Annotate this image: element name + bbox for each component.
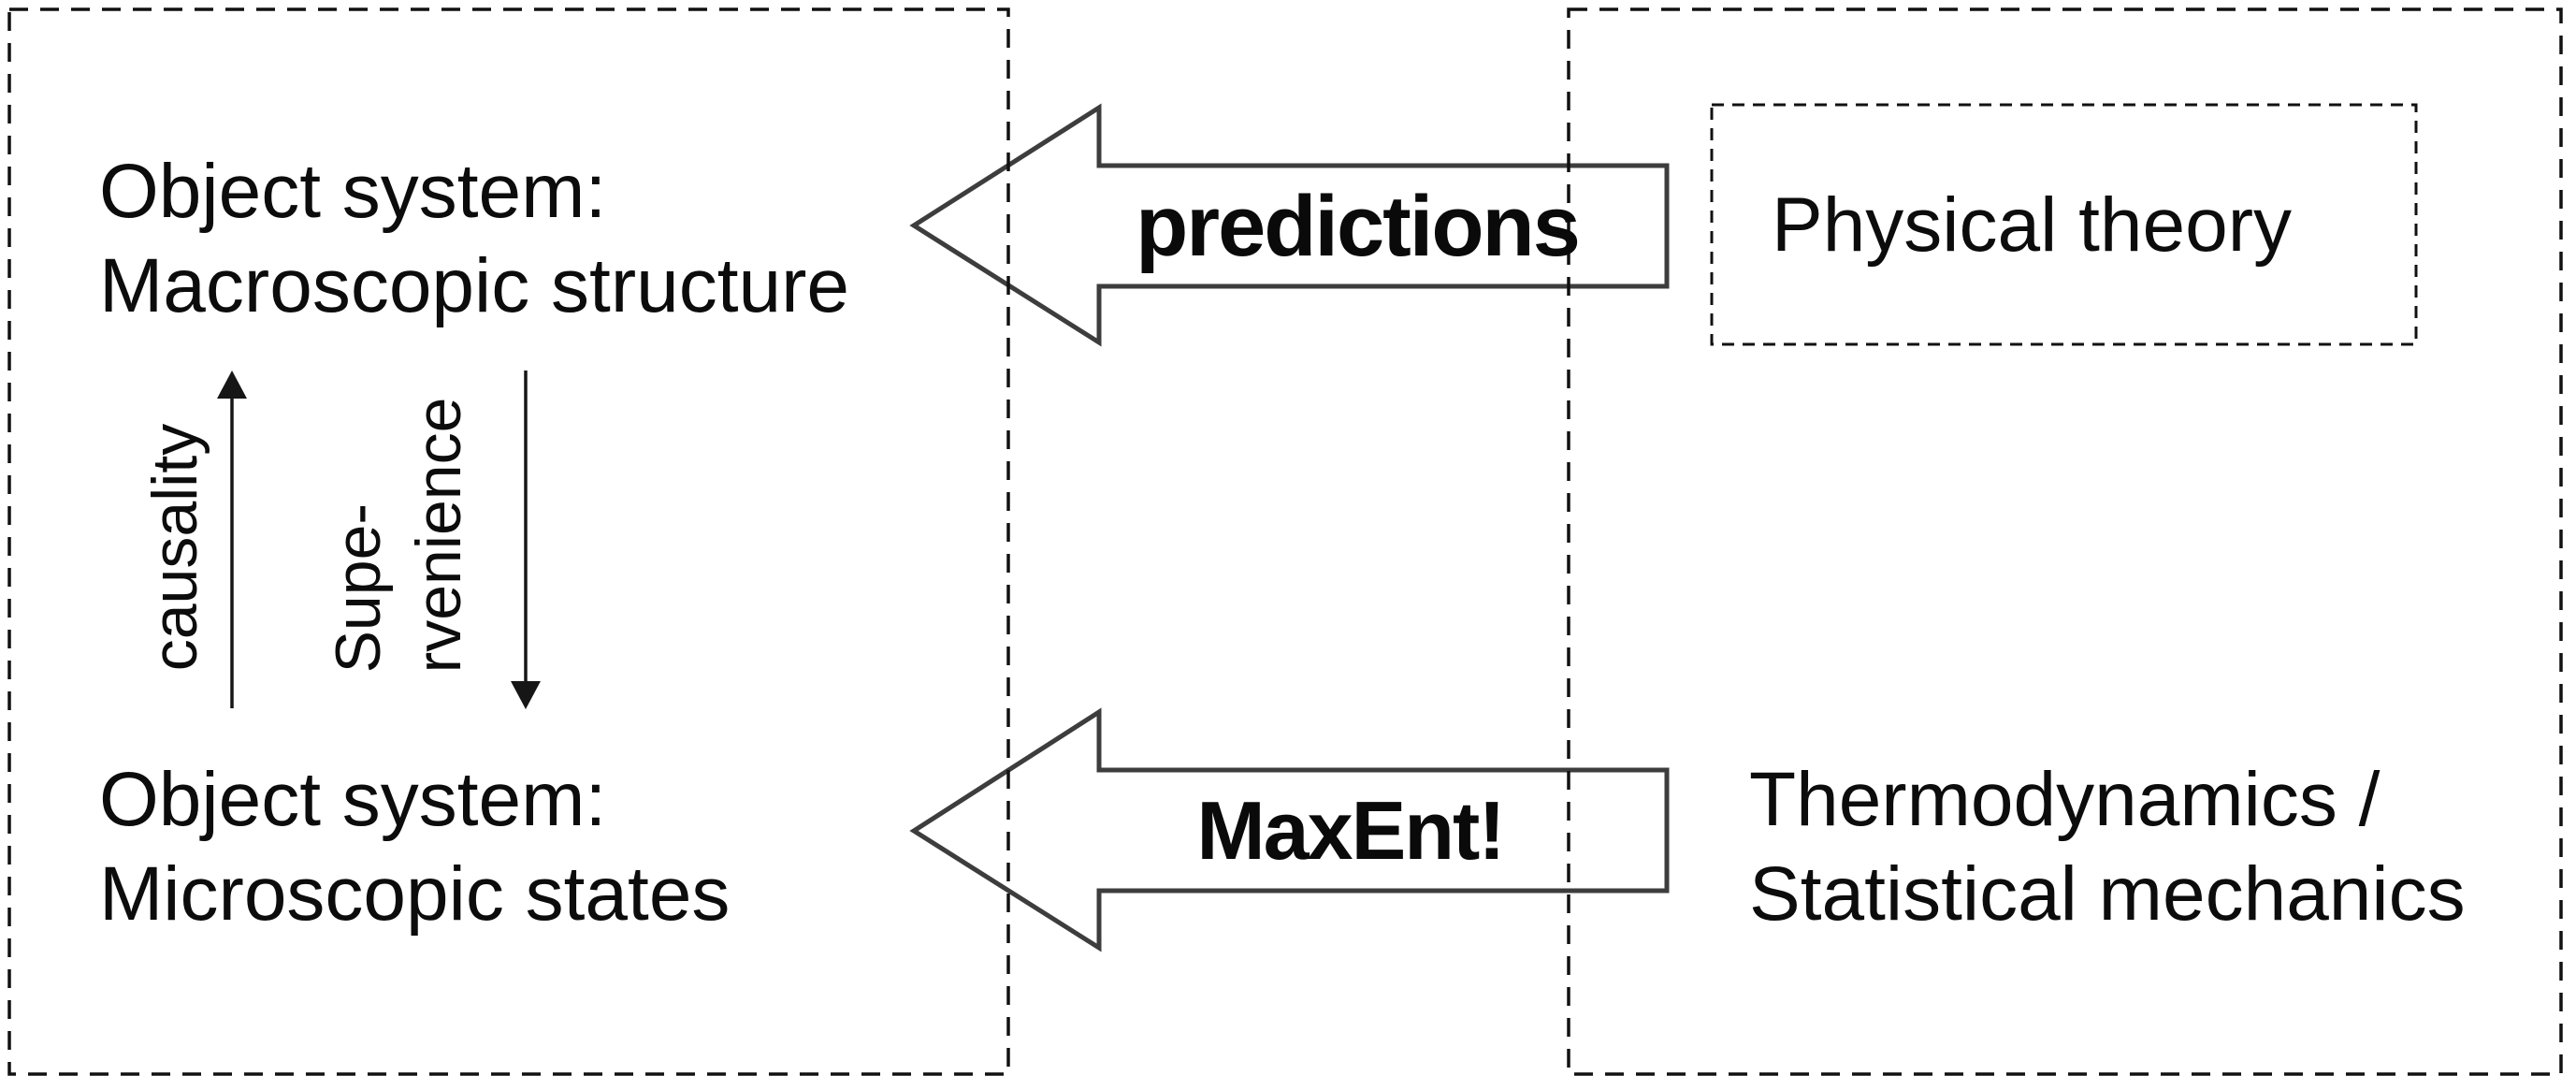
- supervenience-line2: rvenience: [403, 397, 474, 674]
- microscopic-system-line1: Object system:: [99, 757, 607, 842]
- physical-theory-label: Physical theory: [1772, 182, 2293, 268]
- macroscopic-system-line2: Macroscopic structure: [99, 243, 850, 328]
- causality-label: causality: [139, 423, 210, 672]
- microscopic-system-label: Object system: Microscopic states: [99, 752, 730, 941]
- predictions-block-arrow-icon: [909, 103, 1670, 347]
- thermodynamics-label: Thermodynamics / Statistical mechanics: [1749, 752, 2466, 941]
- thermodynamics-line1: Thermodynamics /: [1749, 757, 2381, 842]
- maxent-block-arrow-icon: [909, 707, 1670, 952]
- causality-up-arrow-icon: [217, 371, 247, 708]
- physical-theory-dashed-box: [1710, 103, 2418, 346]
- thermodynamics-line2: Statistical mechanics: [1749, 851, 2466, 937]
- supervenience-line1: Supe-: [323, 502, 394, 674]
- theory-dashed-box: [1567, 7, 2563, 1076]
- supervenience-label: Supe- rvenience: [318, 398, 479, 674]
- object-system-dashed-box: [7, 7, 1010, 1076]
- microscopic-system-line2: Microscopic states: [99, 851, 731, 937]
- supervenience-down-arrow-icon: [511, 371, 541, 709]
- macroscopic-system-line1: Object system:: [99, 149, 607, 234]
- macroscopic-system-label: Object system: Macroscopic structure: [99, 144, 849, 333]
